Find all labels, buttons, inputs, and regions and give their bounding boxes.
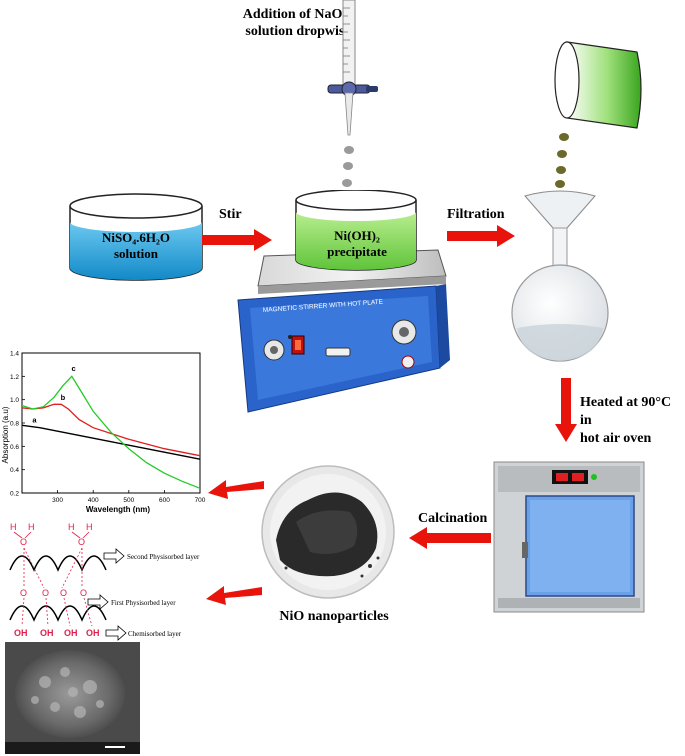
mid-o-2: O bbox=[42, 588, 49, 598]
y-tick-label: 0.8 bbox=[10, 421, 19, 428]
water-o-1: O bbox=[20, 537, 27, 547]
oh-4: OH bbox=[86, 628, 100, 638]
chart-plot-frame bbox=[21, 352, 201, 494]
water-h-2: H bbox=[28, 522, 35, 532]
chart-xlabel: Wavelength (nm) bbox=[86, 505, 150, 514]
oh-1: OH bbox=[14, 628, 28, 638]
heated-line1: Heated at 90°C in bbox=[580, 395, 672, 428]
series-label-a: a bbox=[32, 415, 37, 424]
water-h-3: H bbox=[68, 522, 75, 532]
x-tick-label: 500 bbox=[123, 497, 134, 504]
nioh2-precipitate-text: precipitate bbox=[327, 244, 387, 259]
precipitate-drops bbox=[555, 133, 569, 188]
heated-line2: hot air oven bbox=[580, 431, 652, 446]
magnetic-stirrer: MAGNETIC STIRRER WITH HOT PLATE bbox=[237, 190, 450, 413]
filtration-label: Filtration bbox=[447, 207, 505, 222]
pouring-cup bbox=[554, 41, 642, 129]
mid-o-4: O bbox=[80, 588, 87, 598]
water-h-4: H bbox=[86, 522, 93, 532]
niso4-solution-text: solution bbox=[113, 246, 159, 261]
stir-label: Stir bbox=[219, 207, 242, 222]
arrow-calcination bbox=[409, 527, 491, 549]
arrow-to-adsorption bbox=[206, 586, 262, 605]
heated-label: Heated at 90°C in hot air oven bbox=[580, 394, 684, 448]
arrow-to-chart bbox=[208, 480, 264, 499]
y-tick-label: 1.2 bbox=[10, 374, 19, 381]
y-tick-label: 1.4 bbox=[10, 351, 19, 358]
series-line-c bbox=[21, 375, 201, 489]
x-tick-label: 600 bbox=[159, 497, 170, 504]
naoh-addition-line1: Addition of NaOH bbox=[242, 7, 354, 22]
nio-dish bbox=[261, 465, 395, 599]
niso4-label: NiSO₄.6H₂O solution bbox=[76, 230, 196, 262]
series-line-b bbox=[21, 403, 201, 457]
chemisorbed-label: Chemisorbed layer bbox=[128, 630, 182, 638]
series-line-a bbox=[21, 424, 201, 460]
series-label-b: b bbox=[61, 393, 66, 402]
second-layer-label: Second Physisorbed layer bbox=[127, 553, 200, 561]
nioh2-label: Ni(OH)₂ precipitate bbox=[292, 228, 422, 260]
sem-image bbox=[5, 642, 140, 754]
y-tick-label: 0.4 bbox=[10, 467, 19, 474]
chart-ylabel: Absorption (a.u) bbox=[1, 406, 10, 463]
x-tick-label: 400 bbox=[88, 497, 99, 504]
water-h-1: H bbox=[10, 522, 17, 532]
hot-air-oven bbox=[493, 461, 645, 613]
niso4-formula: NiSO₄.6H₂O bbox=[101, 230, 171, 245]
y-tick-label: 1.0 bbox=[10, 397, 19, 404]
burette-illustration bbox=[327, 0, 378, 204]
calcination-label: Calcination bbox=[418, 511, 488, 526]
arrow-heated bbox=[555, 378, 577, 442]
x-tick-label: 300 bbox=[52, 497, 63, 504]
first-layer-label: First Physisorbed layer bbox=[111, 599, 176, 607]
absorption-chart: Absorption (a.u) Wavelength (nm) 0.2 0.4 0… bbox=[1, 351, 206, 515]
filtration-flask bbox=[511, 190, 609, 362]
adsorption-schematic: H H O H H O O O O O OH OH OH OH Second P… bbox=[9, 522, 200, 641]
series-label-c: c bbox=[72, 364, 76, 373]
x-tick-label: 700 bbox=[195, 497, 206, 504]
oh-3: OH bbox=[64, 628, 78, 638]
mid-o-3: O bbox=[60, 588, 67, 598]
naoh-addition-line2: solution dropwise bbox=[245, 24, 351, 39]
oh-2: OH bbox=[40, 628, 54, 638]
nioh2-formula: Ni(OH)₂ bbox=[334, 228, 380, 243]
arrow-filtration bbox=[447, 225, 515, 247]
water-o-2: O bbox=[78, 537, 85, 547]
niso4-beaker bbox=[69, 193, 203, 281]
y-tick-label: 0.2 bbox=[10, 491, 19, 498]
nio-label: NiO nanoparticles bbox=[279, 609, 389, 624]
mid-o-1: O bbox=[20, 588, 27, 598]
arrow-stir bbox=[202, 229, 272, 251]
y-tick-label: 0.6 bbox=[10, 444, 19, 451]
naoh-addition-label: Addition of NaOH solution dropwise bbox=[218, 6, 378, 40]
